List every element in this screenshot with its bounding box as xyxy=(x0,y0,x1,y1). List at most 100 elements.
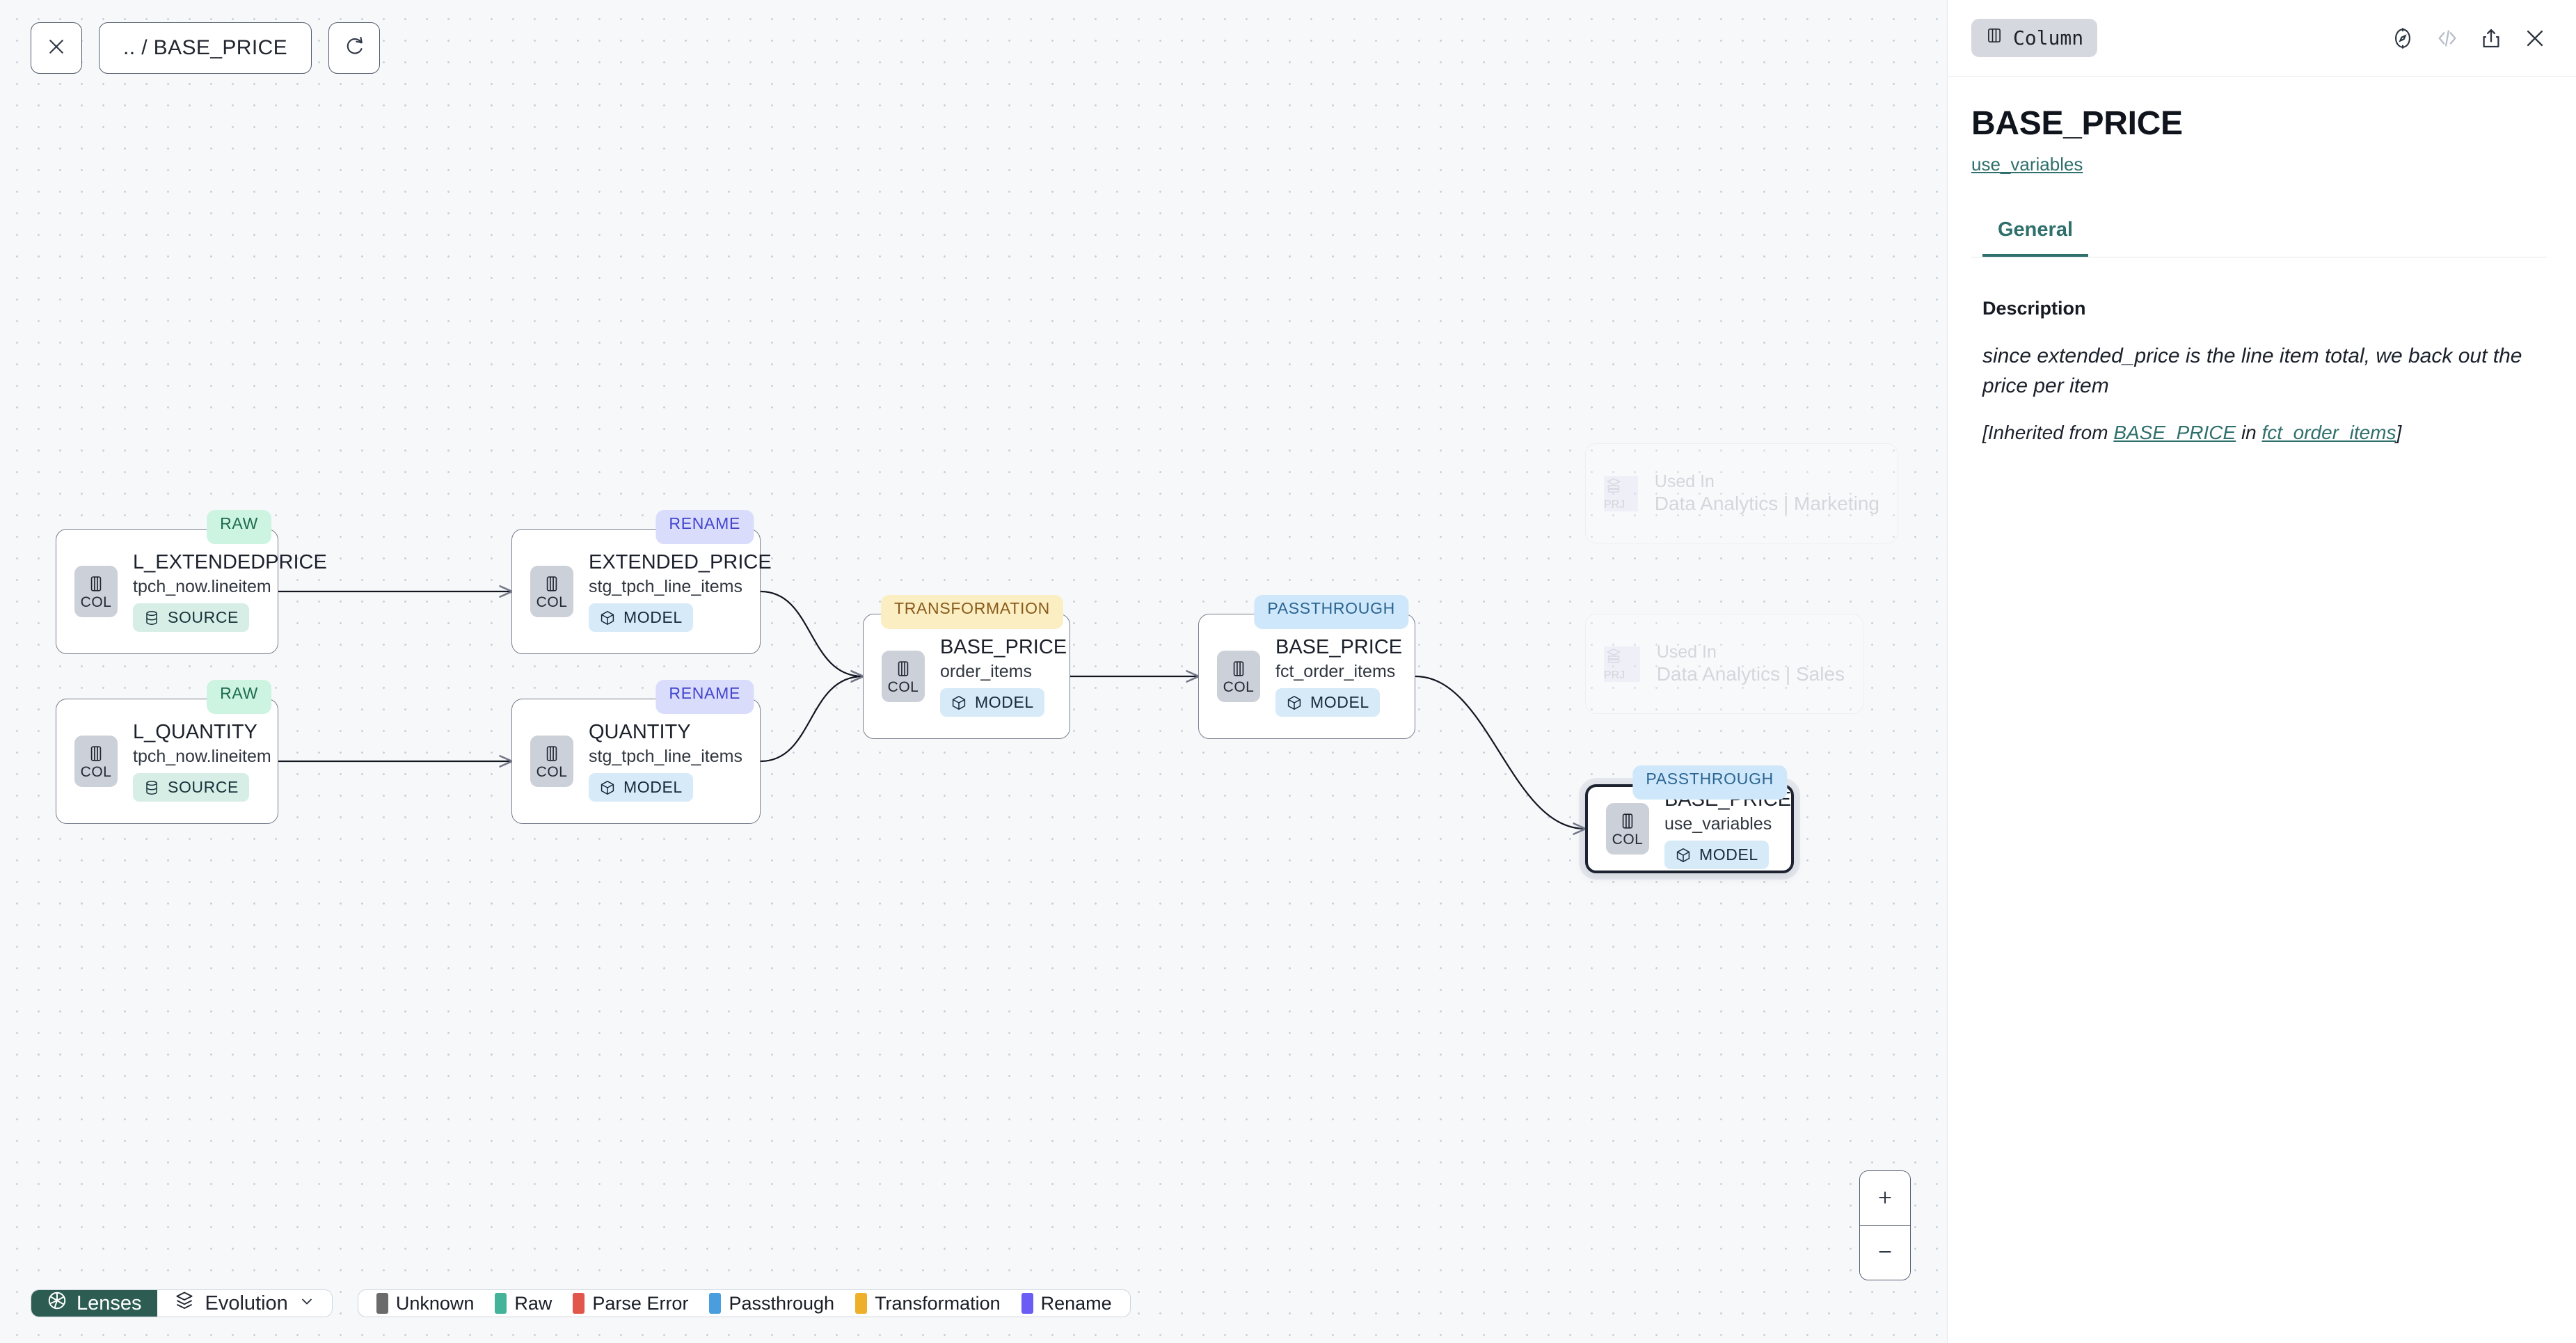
project-type-label: PRJ xyxy=(1604,498,1625,511)
breadcrumb-label: .. / BASE_PRICE xyxy=(123,36,288,59)
description-heading: Description xyxy=(1982,298,2086,319)
node-subtitle: tpch_now.lineitem xyxy=(133,747,271,767)
lens-legend: Unknown Raw Parse Error Passthrough Transfor… xyxy=(357,1289,1131,1317)
evolution-dropdown[interactable]: Evolution xyxy=(157,1290,332,1317)
materialization-badge: SOURCE xyxy=(133,773,250,802)
node-title: BASE_PRICE xyxy=(940,635,1067,658)
close-panel-icon[interactable] xyxy=(2523,26,2547,50)
legend-swatch xyxy=(709,1293,722,1314)
legend-item[interactable]: Parse Error xyxy=(573,1293,688,1314)
node-title: QUANTITY xyxy=(589,720,691,743)
legend-item[interactable]: Unknown xyxy=(376,1292,475,1314)
node-subtitle: stg_tpch_line_items xyxy=(589,747,742,767)
materialization-label: MODEL xyxy=(623,608,683,627)
inherited-model-link[interactable]: fct_order_items xyxy=(2261,422,2396,444)
layers-icon xyxy=(174,1290,195,1317)
lens-badge-passthrough: PASSTHROUGH xyxy=(1632,765,1787,800)
inherited-column-link[interactable]: BASE_PRICE xyxy=(2113,422,2236,444)
tab-general[interactable]: General xyxy=(1982,218,2088,257)
lenses-label: Lenses xyxy=(77,1292,142,1314)
materialization-label: MODEL xyxy=(623,778,683,797)
code-icon[interactable] xyxy=(2435,26,2459,50)
legend-item[interactable]: Rename xyxy=(1021,1293,1112,1314)
materialization-badge: MODEL xyxy=(940,688,1044,717)
legend-label: Rename xyxy=(1040,1292,1112,1314)
project-type-icon: PRJ xyxy=(1604,475,1638,511)
column-type-label: COL xyxy=(887,678,919,695)
materialization-badge: MODEL xyxy=(589,603,693,633)
legend-label: Unknown xyxy=(395,1292,475,1314)
close-lineage-button[interactable] xyxy=(31,22,82,74)
legend-swatch xyxy=(855,1293,868,1314)
column-type-icon: COL xyxy=(530,736,573,787)
model-link[interactable]: use_variables xyxy=(1971,154,2083,175)
lenses-button[interactable]: Lenses xyxy=(31,1290,157,1317)
legend-swatch xyxy=(573,1293,585,1314)
used-in-name: Data Analytics | Marketing xyxy=(1654,493,1879,515)
entity-type-label: Column xyxy=(2013,26,2084,49)
legend-item[interactable]: Raw xyxy=(495,1293,552,1314)
node-subtitle: tpch_now.lineitem xyxy=(133,577,271,597)
legend-label: Passthrough xyxy=(729,1292,835,1314)
node-subtitle: stg_tpch_line_items xyxy=(589,577,742,597)
refresh-button[interactable] xyxy=(328,22,381,74)
column-type-icon: COL xyxy=(74,566,118,617)
column-type-label: COL xyxy=(1612,831,1644,848)
zoom-control xyxy=(1859,1170,1911,1280)
project-type-icon: PRJ xyxy=(1604,646,1640,682)
project-type-label: PRJ xyxy=(1604,669,1625,681)
lens-control-group: Lenses Evolution xyxy=(31,1289,333,1317)
column-type-label: COL xyxy=(536,594,568,610)
legend-swatch xyxy=(495,1293,507,1314)
legend-item[interactable]: Passthrough xyxy=(709,1293,834,1314)
node-title: EXTENDED_PRICE xyxy=(589,550,772,573)
breadcrumb[interactable]: .. / BASE_PRICE xyxy=(99,22,312,74)
zoom-out-button[interactable] xyxy=(1860,1225,1910,1280)
column-type-icon: COL xyxy=(74,736,118,787)
inherited-mid: in xyxy=(2236,422,2262,444)
materialization-label: MODEL xyxy=(975,693,1034,712)
materialization-label: SOURCE xyxy=(168,778,239,797)
evolution-label: Evolution xyxy=(205,1292,288,1314)
zoom-in-button[interactable] xyxy=(1860,1171,1910,1225)
page-title: BASE_PRICE xyxy=(1971,105,2183,142)
materialization-label: MODEL xyxy=(1310,693,1369,712)
lens-badge-raw: RAW xyxy=(207,510,271,544)
legend-swatch xyxy=(376,1293,388,1314)
lens-badge-passthrough: PASSTHROUGH xyxy=(1254,595,1408,629)
share-icon[interactable] xyxy=(2480,27,2502,49)
details-panel: Column BASE_PRICE use_variables xyxy=(1947,0,2576,1343)
chevron-down-icon xyxy=(299,1292,315,1315)
lens-badge-raw: RAW xyxy=(207,680,271,714)
column-icon xyxy=(1985,26,2003,49)
legend-item[interactable]: Transformation xyxy=(855,1293,1001,1314)
legend-label: Transformation xyxy=(875,1292,1001,1314)
panel-body: BASE_PRICE use_variables General xyxy=(1948,77,2576,257)
materialization-badge: MODEL xyxy=(589,773,693,802)
inherited-prefix: [Inherited from xyxy=(1982,422,2114,444)
close-icon xyxy=(46,36,67,61)
canvas-toolbar: .. / BASE_PRICE xyxy=(31,22,381,74)
column-type-label: COL xyxy=(80,763,112,780)
used-in-label: Used In xyxy=(1656,642,1717,662)
column-type-icon: COL xyxy=(1217,651,1260,702)
column-type-label: COL xyxy=(1223,678,1255,695)
description-text: since extended_price is the line item to… xyxy=(1982,344,2522,397)
legend-label: Parse Error xyxy=(592,1292,689,1314)
description-section: Description since extended_price is the … xyxy=(1948,257,2576,444)
lens-badge-rename: RENAME xyxy=(655,510,754,544)
compass-icon[interactable] xyxy=(2391,26,2415,50)
column-type-icon: COL xyxy=(882,651,925,702)
aperture-icon xyxy=(47,1290,67,1317)
materialization-badge: SOURCE xyxy=(133,603,250,633)
inherited-from-note: [Inherited from BASE_PRICE in fct_order_… xyxy=(1982,422,2541,444)
